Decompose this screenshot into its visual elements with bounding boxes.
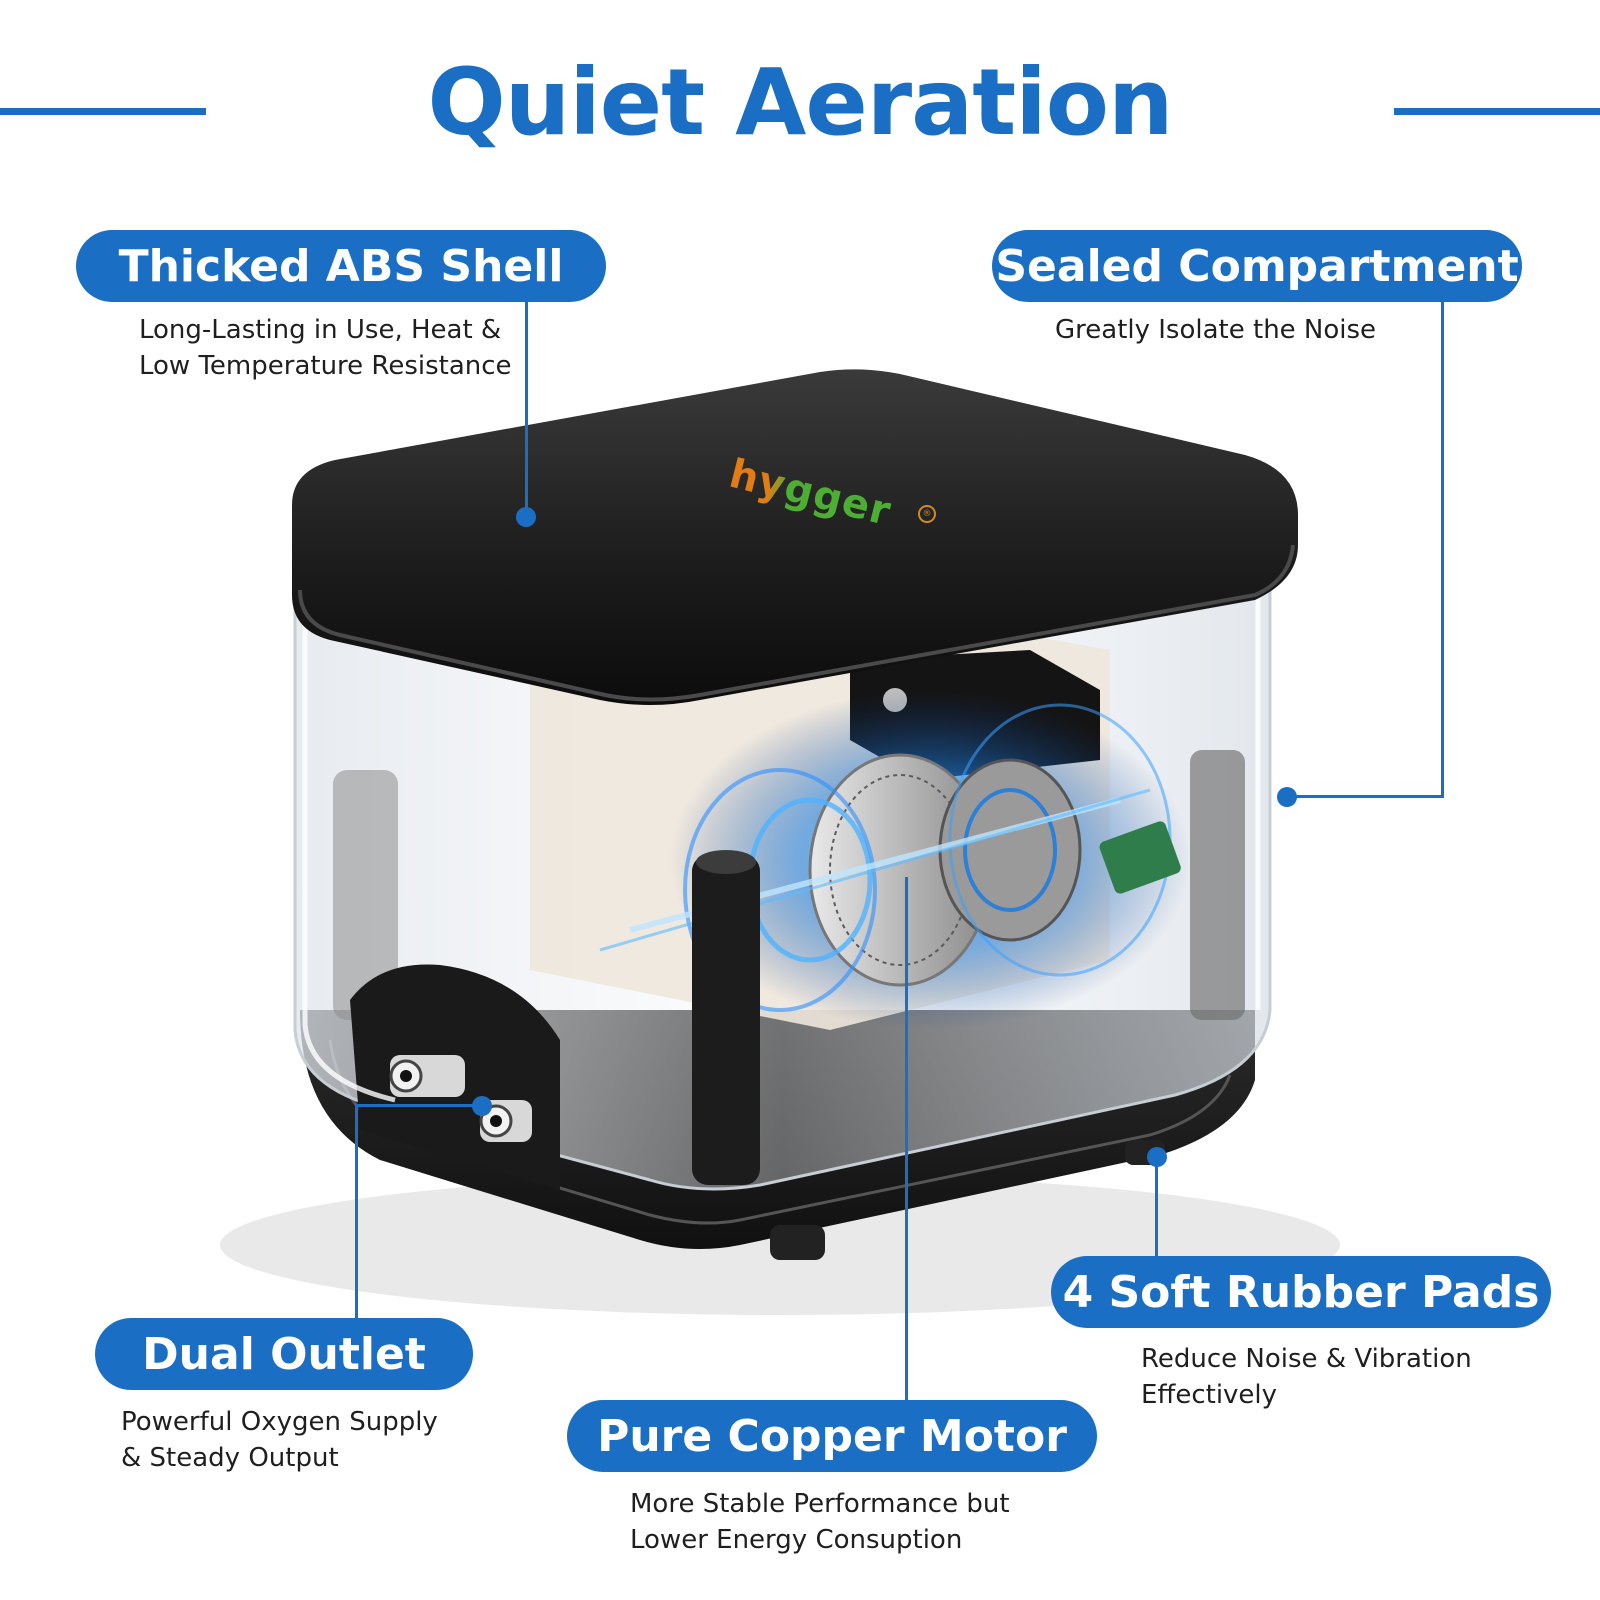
post-back-right xyxy=(1190,750,1245,1020)
rubber-foot-front xyxy=(770,1225,825,1260)
motor-callout-line xyxy=(905,877,908,1402)
shell-callout-line xyxy=(525,300,528,510)
pads-callout-dot xyxy=(1147,1147,1167,1167)
compartment-callout-line-h xyxy=(1286,795,1444,798)
outlet-callout-dot xyxy=(472,1096,492,1116)
motor-description: More Stable Performance but Lower Energy… xyxy=(630,1489,1010,1555)
lid-edge xyxy=(298,544,1295,702)
title-rule-right xyxy=(1394,108,1600,115)
compartment-callout-dot xyxy=(1277,787,1297,807)
pads-label-pill: 4 Soft Rubber Pads xyxy=(1051,1256,1551,1328)
post-front-top xyxy=(696,850,756,874)
shell-description: Long-Lasting in Use, Heat & Low Temperat… xyxy=(139,315,512,381)
title-rule-left xyxy=(0,108,206,115)
shell-reflection-left xyxy=(302,600,396,1103)
pump-lid xyxy=(292,369,1298,705)
pads-description: Reduce Noise & Vibration Effectively xyxy=(1141,1344,1472,1410)
shell-callout-dot xyxy=(516,507,536,527)
outlet-label-pill: Dual Outlet xyxy=(95,1318,473,1390)
post-front xyxy=(692,855,760,1185)
outlet-callout-line-v xyxy=(355,1104,358,1320)
post-back-left xyxy=(333,770,398,1020)
compartment-label-pill: Sealed Compartment xyxy=(992,230,1522,302)
outlet-nozzle-2 xyxy=(479,1100,532,1142)
page-title: Quiet Aeration xyxy=(427,49,1174,156)
pads-callout-line xyxy=(1155,1160,1158,1258)
shell-label-pill: Thicked ABS Shell xyxy=(76,230,606,302)
copper-motor-coil xyxy=(599,703,1172,1012)
outlet-callout-line-h xyxy=(355,1104,483,1107)
motor-label-pill: Pure Copper Motor xyxy=(567,1400,1097,1472)
registered-mark-icon: ® xyxy=(918,505,936,523)
compartment-callout-line-v xyxy=(1441,300,1444,797)
outlet-nozzle-1 xyxy=(389,1055,465,1097)
circuit-board xyxy=(1099,821,1181,894)
compartment-description: Greatly Isolate the Noise xyxy=(1055,315,1377,345)
outlet-description: Powerful Oxygen Supply & Steady Output xyxy=(121,1407,438,1473)
